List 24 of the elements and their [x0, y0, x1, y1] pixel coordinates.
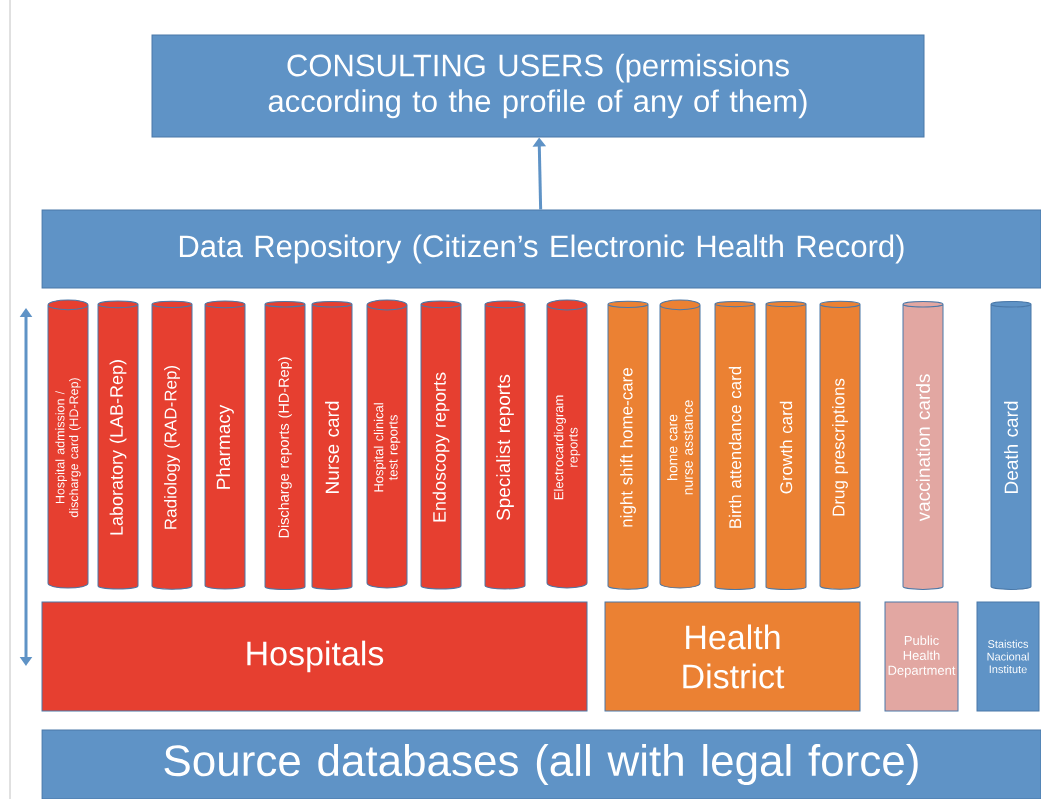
database-cylinder: Hospital clinical test reports — [366, 299, 408, 589]
database-cylinder: night shift home-care — [607, 300, 649, 590]
database-cylinder: Electrocardiogram reports — [546, 299, 588, 589]
source-box: Public Health Department — [884, 601, 959, 712]
database-cylinder: Nurse card — [311, 300, 353, 590]
source-box: Health District — [604, 601, 861, 712]
database-cylinder: vaccination cards — [902, 300, 944, 590]
database-cylinder: Radiology (RAD-Rep) — [151, 300, 193, 590]
database-cylinder: Pharmacy — [204, 300, 246, 590]
banner-box: Data Repository (Citizen’s Electronic Health Record) — [41, 209, 1041, 289]
database-cylinder: Discharge reports (HD-Rep) — [264, 300, 306, 590]
database-cylinder: Drug prescriptions — [819, 300, 861, 590]
source-box: Hospitals — [41, 601, 588, 712]
database-cylinder: Specialist reports — [484, 300, 526, 590]
database-cylinder: Endoscopy reports — [420, 300, 462, 590]
database-cylinder: Death card — [990, 300, 1032, 590]
banner-box: Source databases (all with legal force) — [41, 729, 1041, 799]
database-cylinder: home care nurse asstance — [659, 299, 701, 589]
source-box: Staistics Nacional Institute — [976, 601, 1040, 712]
database-cylinder: Hospital admission / discharge card (HD-Rep) — [47, 299, 89, 589]
database-cylinder: Growth card — [765, 301, 807, 591]
database-cylinder: Birth attendance card — [714, 301, 756, 591]
banner-box: CONSULTING USERS (permissions according to the profile of any of them) — [151, 34, 925, 138]
database-cylinder: Laboratory (LAB-Rep) — [97, 300, 139, 590]
